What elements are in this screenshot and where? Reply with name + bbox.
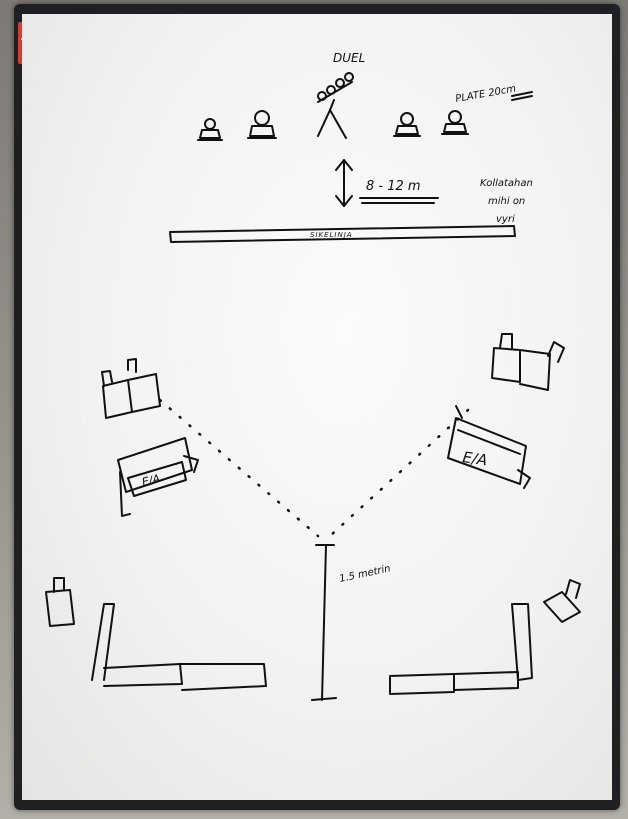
target-bottom-left [46,578,74,626]
dotted-line-right [330,410,468,536]
plate-target-left-2 [248,111,276,138]
plate-target-right-1 [394,113,420,136]
note-line-3: vyri [496,214,515,225]
pole-label: 1.5 metrin [338,563,391,585]
distance-label: 8 - 12 m [366,179,421,194]
note-line-1: Kollatahan [480,178,533,189]
target-left-label: E/A [141,472,162,489]
target-right-upper [492,334,564,390]
target-right-label: E/A [461,448,488,469]
target-left-upper [102,359,160,418]
barricade-right [448,406,530,488]
plate-target-right-2 [442,111,468,134]
duel-label: DUEL [333,51,365,65]
plate-target-left-1 [198,119,222,140]
central-pole [312,545,336,700]
target-bottom-right [544,580,580,622]
wall-bottom-right [390,604,532,694]
plate-label: PLATE 20cm [455,83,518,105]
note-line-2: mihi on [488,196,525,207]
distance-arrow [336,160,352,206]
plate-underline-2 [512,96,532,100]
wall-bottom-left [92,604,266,690]
fire-line-label: SIKELINJA [310,231,353,239]
duel-target-figure [318,73,353,138]
